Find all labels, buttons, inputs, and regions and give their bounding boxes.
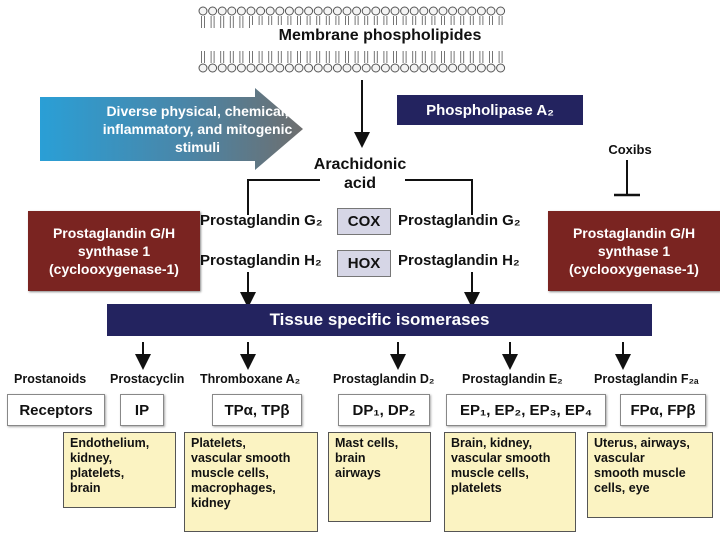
prostanoid-pgd2: Prostaglandin D₂ (333, 372, 435, 386)
tissue-fp: Uterus, airways, vascular smooth muscle … (587, 432, 713, 518)
tissue-tp: Platelets, vascular smooth muscle cells,… (184, 432, 318, 532)
prostanoid-pgf2: Prostaglandin F₂ₐ (594, 372, 699, 386)
receptor-fp: FPα, FPβ (620, 394, 706, 426)
arachidonic-acid-label: Arachidonic acid (313, 156, 407, 192)
branch-right (405, 179, 473, 215)
pghs1-left-box: Prostaglandin G/H synthase 1 (cyclooxyge… (28, 211, 200, 291)
receptor-dp: DP₁, DP₂ (338, 394, 430, 426)
coxibs-label: Coxibs (608, 142, 652, 157)
stimuli-arrow (40, 88, 303, 170)
stimuli-label: Diverse physical, chemical, inflammatory… (102, 103, 293, 155)
membrane-title: Membrane phospholipides (250, 25, 510, 47)
pg-g2-left: Prostaglandin G₂ (200, 212, 323, 229)
receptor-ep: EP₁, EP₂, EP₃, EP₄ (446, 394, 606, 426)
tissue-dp: Mast cells, brain airways (328, 432, 431, 522)
tissue-ep: Brain, kidney, vascular smooth muscle ce… (444, 432, 576, 532)
isomerases-box: Tissue specific isomerases (107, 304, 652, 336)
prostanoid-thromboxane: Thromboxane A₂ (200, 372, 301, 386)
branch-left (247, 179, 320, 215)
receptor-tp: TPα, TPβ (212, 394, 302, 426)
pg-g2-right: Prostaglandin G₂ (398, 212, 521, 229)
pg-h2-left: Prostaglandin H₂ (200, 252, 322, 269)
prostanoid-prostacyclin: Prostacyclin (110, 372, 185, 386)
pg-h2-right: Prostaglandin H₂ (398, 252, 520, 269)
receptor-ip: IP (120, 394, 164, 426)
hox-box: HOX (337, 250, 391, 277)
phospholipase-box: Phospholipase A₂ (397, 95, 583, 125)
cox-box: COX (337, 208, 391, 235)
prostanoids-header: Prostanoids (14, 372, 87, 386)
pghs1-right-box: Prostaglandin G/H synthase 1 (cyclooxyge… (548, 211, 720, 291)
prostanoid-pge2: Prostaglandin E₂ (462, 372, 563, 386)
receptors-header: Receptors (7, 394, 105, 426)
tissue-ip: Endothelium, kidney, platelets, brain (63, 432, 176, 508)
